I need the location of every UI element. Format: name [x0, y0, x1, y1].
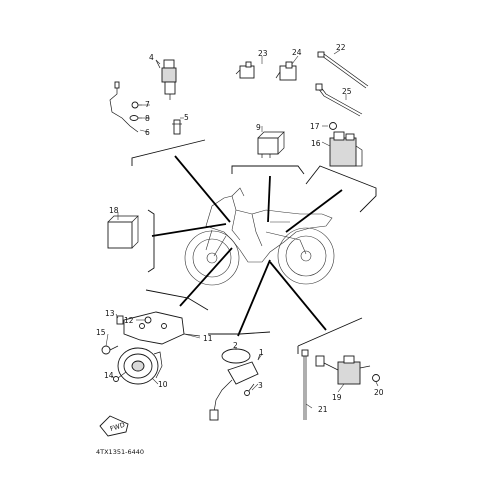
label-20: 20 [374, 388, 384, 397]
screw-7 [131, 101, 142, 109]
label-17: 17 [310, 122, 320, 131]
relay-23 [235, 61, 255, 79]
screw-3 [244, 383, 255, 396]
label-24: 24 [292, 48, 302, 57]
o-ring-2 [221, 348, 251, 364]
label-25: 25 [342, 87, 352, 96]
drawing-code: 4TX1351-6440 [96, 448, 144, 456]
switch-5 [172, 119, 182, 135]
label-23: 23 [258, 49, 268, 58]
bracket-11 [123, 311, 201, 345]
flasher-relay-9 [257, 131, 285, 158]
bolt-20 [372, 374, 380, 382]
fwd-arrow: FWD [99, 415, 129, 437]
bolt-17 [329, 122, 337, 130]
label-9: 9 [256, 123, 261, 132]
label-6: 6 [145, 128, 150, 137]
label-1: 1 [259, 348, 264, 357]
label-19: 19 [332, 393, 342, 402]
part-number-labels: 4 7 8 6 5 23 24 22 25 9 17 16 18 13 12 1… [96, 43, 384, 414]
label-8: 8 [145, 114, 150, 123]
label-15: 15 [96, 328, 106, 337]
bolt-14 [113, 371, 127, 382]
group-brackets [131, 139, 377, 354]
washer-8 [129, 115, 142, 121]
relay-24 [275, 61, 297, 81]
collar-13 [116, 315, 124, 325]
band-25 [315, 83, 363, 117]
bolt-15 [101, 345, 119, 355]
starter-relay-16 [329, 131, 363, 167]
reference-leaders [105, 49, 379, 409]
label-3: 3 [258, 381, 263, 390]
label-4: 4 [149, 53, 154, 62]
label-21: 21 [318, 405, 328, 414]
sender-unit-4 [155, 59, 177, 100]
label-14: 14 [104, 371, 114, 380]
label-12: 12 [124, 316, 134, 325]
label-5: 5 [184, 113, 189, 122]
label-10: 10 [158, 380, 168, 389]
band-22 [317, 51, 369, 89]
sensor-1 [209, 353, 261, 421]
leader-lines [151, 155, 343, 337]
label-11: 11 [203, 334, 213, 343]
label-7: 7 [145, 100, 150, 109]
label-13: 13 [105, 309, 115, 318]
starter-relay-19 [315, 355, 371, 385]
label-22: 22 [336, 43, 346, 52]
label-16: 16 [311, 139, 321, 148]
motorcycle-outline [184, 187, 335, 286]
label-18: 18 [109, 206, 119, 215]
horn-10 [117, 347, 163, 385]
cdi-unit-18 [107, 215, 139, 249]
band-21 [301, 349, 309, 420]
sensor-wire-6 [109, 81, 139, 133]
label-2: 2 [233, 341, 238, 350]
